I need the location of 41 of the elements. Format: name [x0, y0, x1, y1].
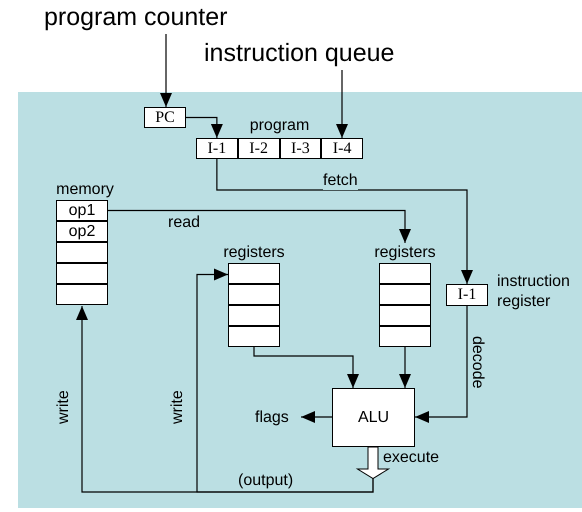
register-caption: instruction register	[497, 272, 571, 312]
register-slot	[379, 305, 431, 326]
arrow	[301, 411, 332, 423]
memory-slot	[56, 263, 108, 284]
queue-slot: I-4	[321, 138, 363, 159]
arrow	[160, 34, 172, 107]
queue-slot: I-1	[196, 138, 238, 159]
register-slot	[228, 284, 280, 305]
memory-slot	[56, 242, 108, 263]
memory-slot: op2	[56, 221, 108, 242]
register-slot	[228, 305, 280, 326]
alu-box: ALU	[332, 388, 415, 447]
queue-slot: I-2	[238, 138, 280, 159]
output-label: flags	[255, 408, 297, 428]
annotation-label: (output)	[238, 472, 294, 490]
arrow	[196, 268, 374, 493]
register-box: I-1	[446, 284, 488, 306]
group-label: program	[248, 116, 310, 136]
block-arrow	[356, 446, 390, 480]
group-label: registers	[222, 243, 286, 263]
memory-slot	[56, 284, 108, 305]
group-label: memory	[55, 180, 115, 200]
heading-text: instruction queue	[204, 36, 504, 70]
heading-text: program counter	[44, 0, 284, 34]
queue-slot: I-3	[280, 138, 322, 159]
arrow	[336, 70, 348, 138]
edge-label: fetch	[323, 172, 358, 190]
register-slot	[228, 263, 280, 284]
register-slot	[228, 326, 280, 347]
group-label: registers	[373, 243, 437, 263]
register-slot	[379, 326, 431, 347]
arrow	[399, 347, 411, 388]
arrow	[108, 210, 411, 243]
register-box: PC	[144, 107, 186, 128]
register-slot	[379, 263, 431, 284]
memory-slot: op1	[56, 200, 108, 221]
register-slot	[379, 284, 431, 305]
arrow	[253, 347, 359, 388]
arrow	[415, 306, 468, 423]
arrow	[216, 159, 473, 284]
arrow	[186, 116, 223, 138]
